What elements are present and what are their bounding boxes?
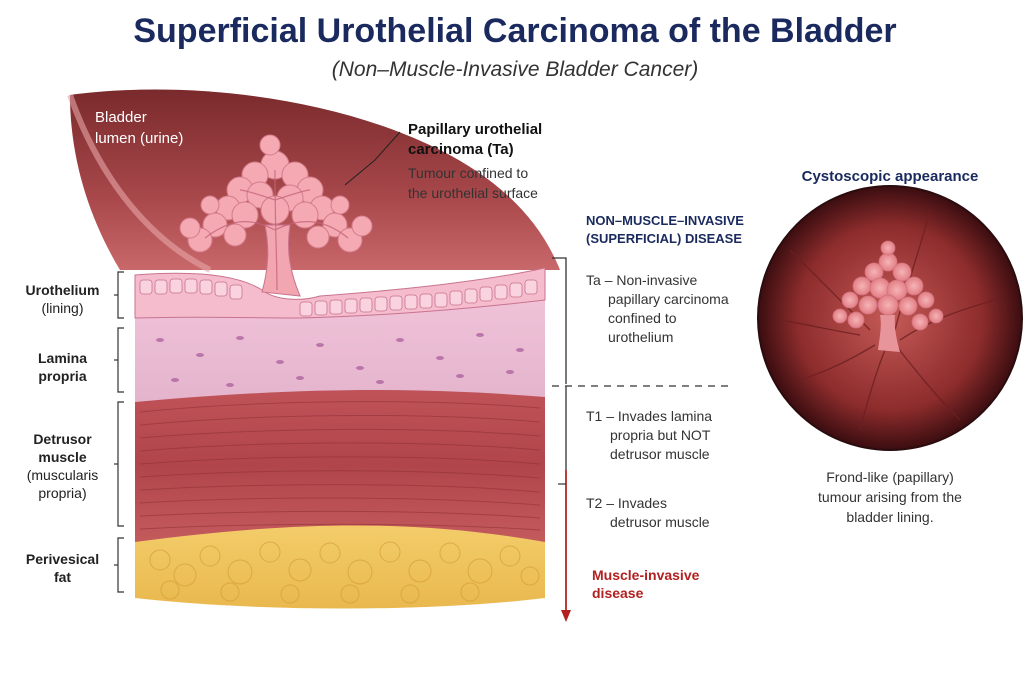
stage-t2: T2 – Invades detrusor muscle bbox=[586, 495, 710, 530]
staging-axis bbox=[552, 257, 734, 622]
fat-layer bbox=[135, 525, 545, 609]
cystoscopy-caption: Frond-like (papillary) tumour arising fr… bbox=[818, 469, 962, 525]
cystoscopy-title: Cystoscopic appearance bbox=[801, 168, 979, 185]
tumour-description-2: the urothelial surface bbox=[408, 185, 538, 201]
muscle-invasive-label: Muscle-invasive disease bbox=[592, 567, 700, 601]
lamina-propria-layer bbox=[135, 300, 545, 402]
lamina-cells bbox=[156, 333, 524, 387]
tumour-callout: Papillary urothelial carcinoma (Ta) Tumo… bbox=[408, 120, 542, 203]
stage-ta: Ta – Non-invasive papillary carcinoma co… bbox=[586, 272, 729, 345]
urothelial-cells bbox=[139, 278, 538, 317]
fat-globules bbox=[149, 541, 540, 604]
tumour-heading: Papillary urothelial bbox=[408, 121, 543, 138]
layer-label-urothelium: Urothelium (lining) bbox=[25, 282, 100, 316]
lumen-label: Bladder lumen (urine) bbox=[95, 109, 184, 147]
layer-brackets bbox=[114, 271, 124, 593]
muscle-fibers bbox=[139, 401, 541, 531]
layer-label-lamina-propria: Lamina propria bbox=[37, 350, 87, 384]
muscle-layer bbox=[135, 388, 545, 542]
tumour-heading-2: carcinoma (Ta) bbox=[408, 141, 514, 158]
layer-label-fat: Perivesical fat bbox=[25, 551, 100, 585]
page-title: Superficial Urothelial Carcinoma of the … bbox=[133, 12, 897, 50]
stage-t1: T1 – Invades lamina propria but NOT detr… bbox=[586, 408, 713, 462]
tumour-description: Tumour confined to bbox=[408, 165, 529, 181]
layer-label-detrusor: Detrusor muscle (muscularis propria) bbox=[26, 431, 99, 501]
papillary-tumour bbox=[179, 134, 373, 297]
tumour-callout-line bbox=[344, 131, 401, 186]
cystoscopic-view bbox=[757, 185, 1023, 451]
non-muscle-invasive-header: NON–MUSCLE–INVASIVE (SUPERFICIAL) DISEAS… bbox=[586, 213, 744, 246]
page-subtitle: (Non–Muscle-Invasive Bladder Cancer) bbox=[331, 58, 699, 81]
